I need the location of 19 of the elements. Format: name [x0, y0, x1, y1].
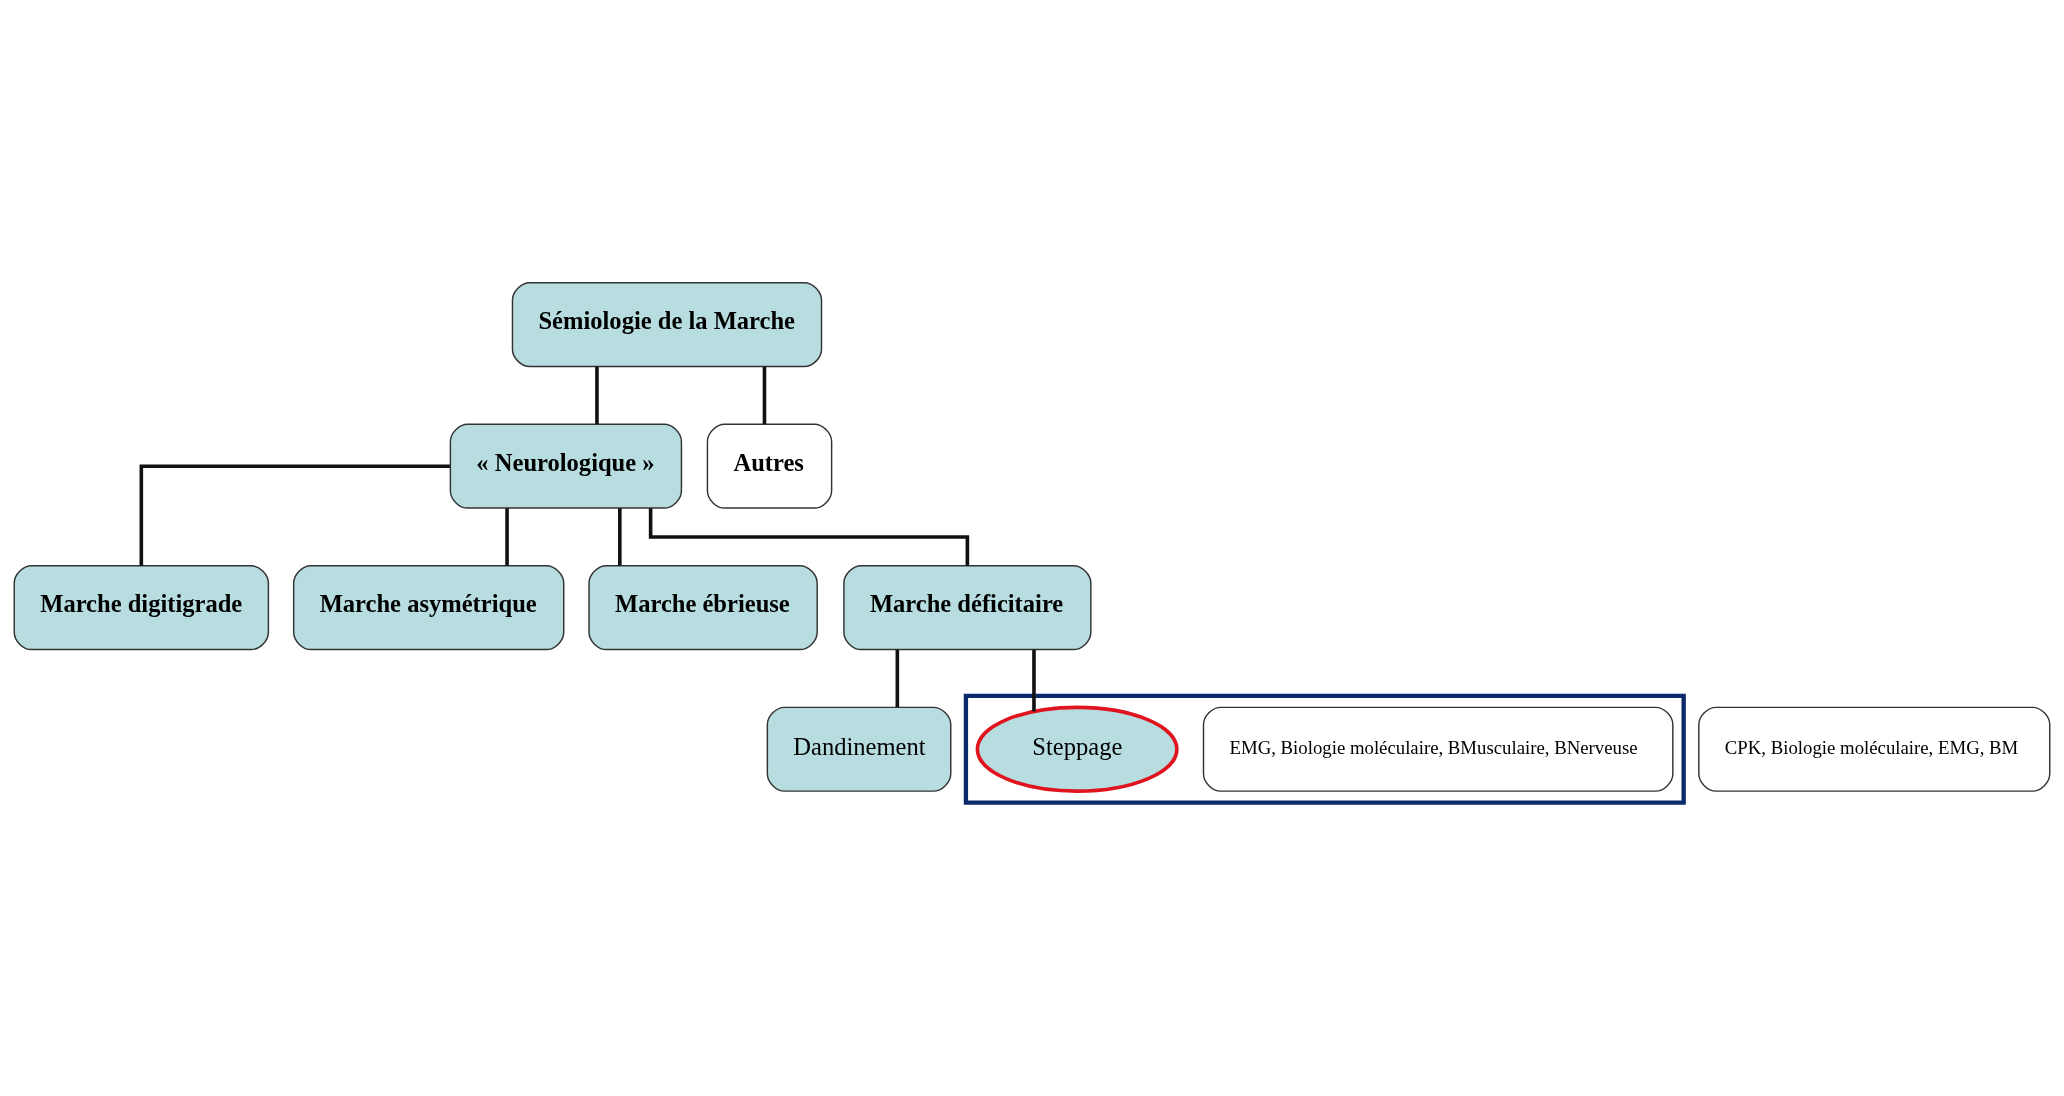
node-box: Dandinement	[766, 706, 952, 792]
connector	[895, 649, 900, 707]
node-box: Autres	[706, 423, 833, 509]
connector	[505, 507, 509, 566]
node-box: « Neurologique »	[449, 423, 683, 509]
connector	[762, 366, 767, 424]
connector	[618, 507, 622, 566]
node-box: EMG, Biologie moléculaire, BMusculaire, BNerveuse	[1202, 706, 1674, 792]
connector	[1032, 649, 1036, 711]
connector	[139, 463, 450, 566]
node-box: Marche digitigrade	[13, 564, 270, 650]
connector	[595, 366, 599, 424]
node-ellipse: Steppage	[975, 705, 1179, 793]
node-box: Sémiologie de la Marche	[511, 281, 823, 367]
node-box: Marche déficitaire	[843, 564, 1092, 650]
cluster	[963, 693, 1686, 805]
node-box: Marche asymétrique	[292, 564, 565, 650]
node-box: Marche ébrieuse	[588, 564, 818, 650]
node-box: CPK, Biologie moléculaire, EMG, BM	[1698, 706, 2051, 792]
